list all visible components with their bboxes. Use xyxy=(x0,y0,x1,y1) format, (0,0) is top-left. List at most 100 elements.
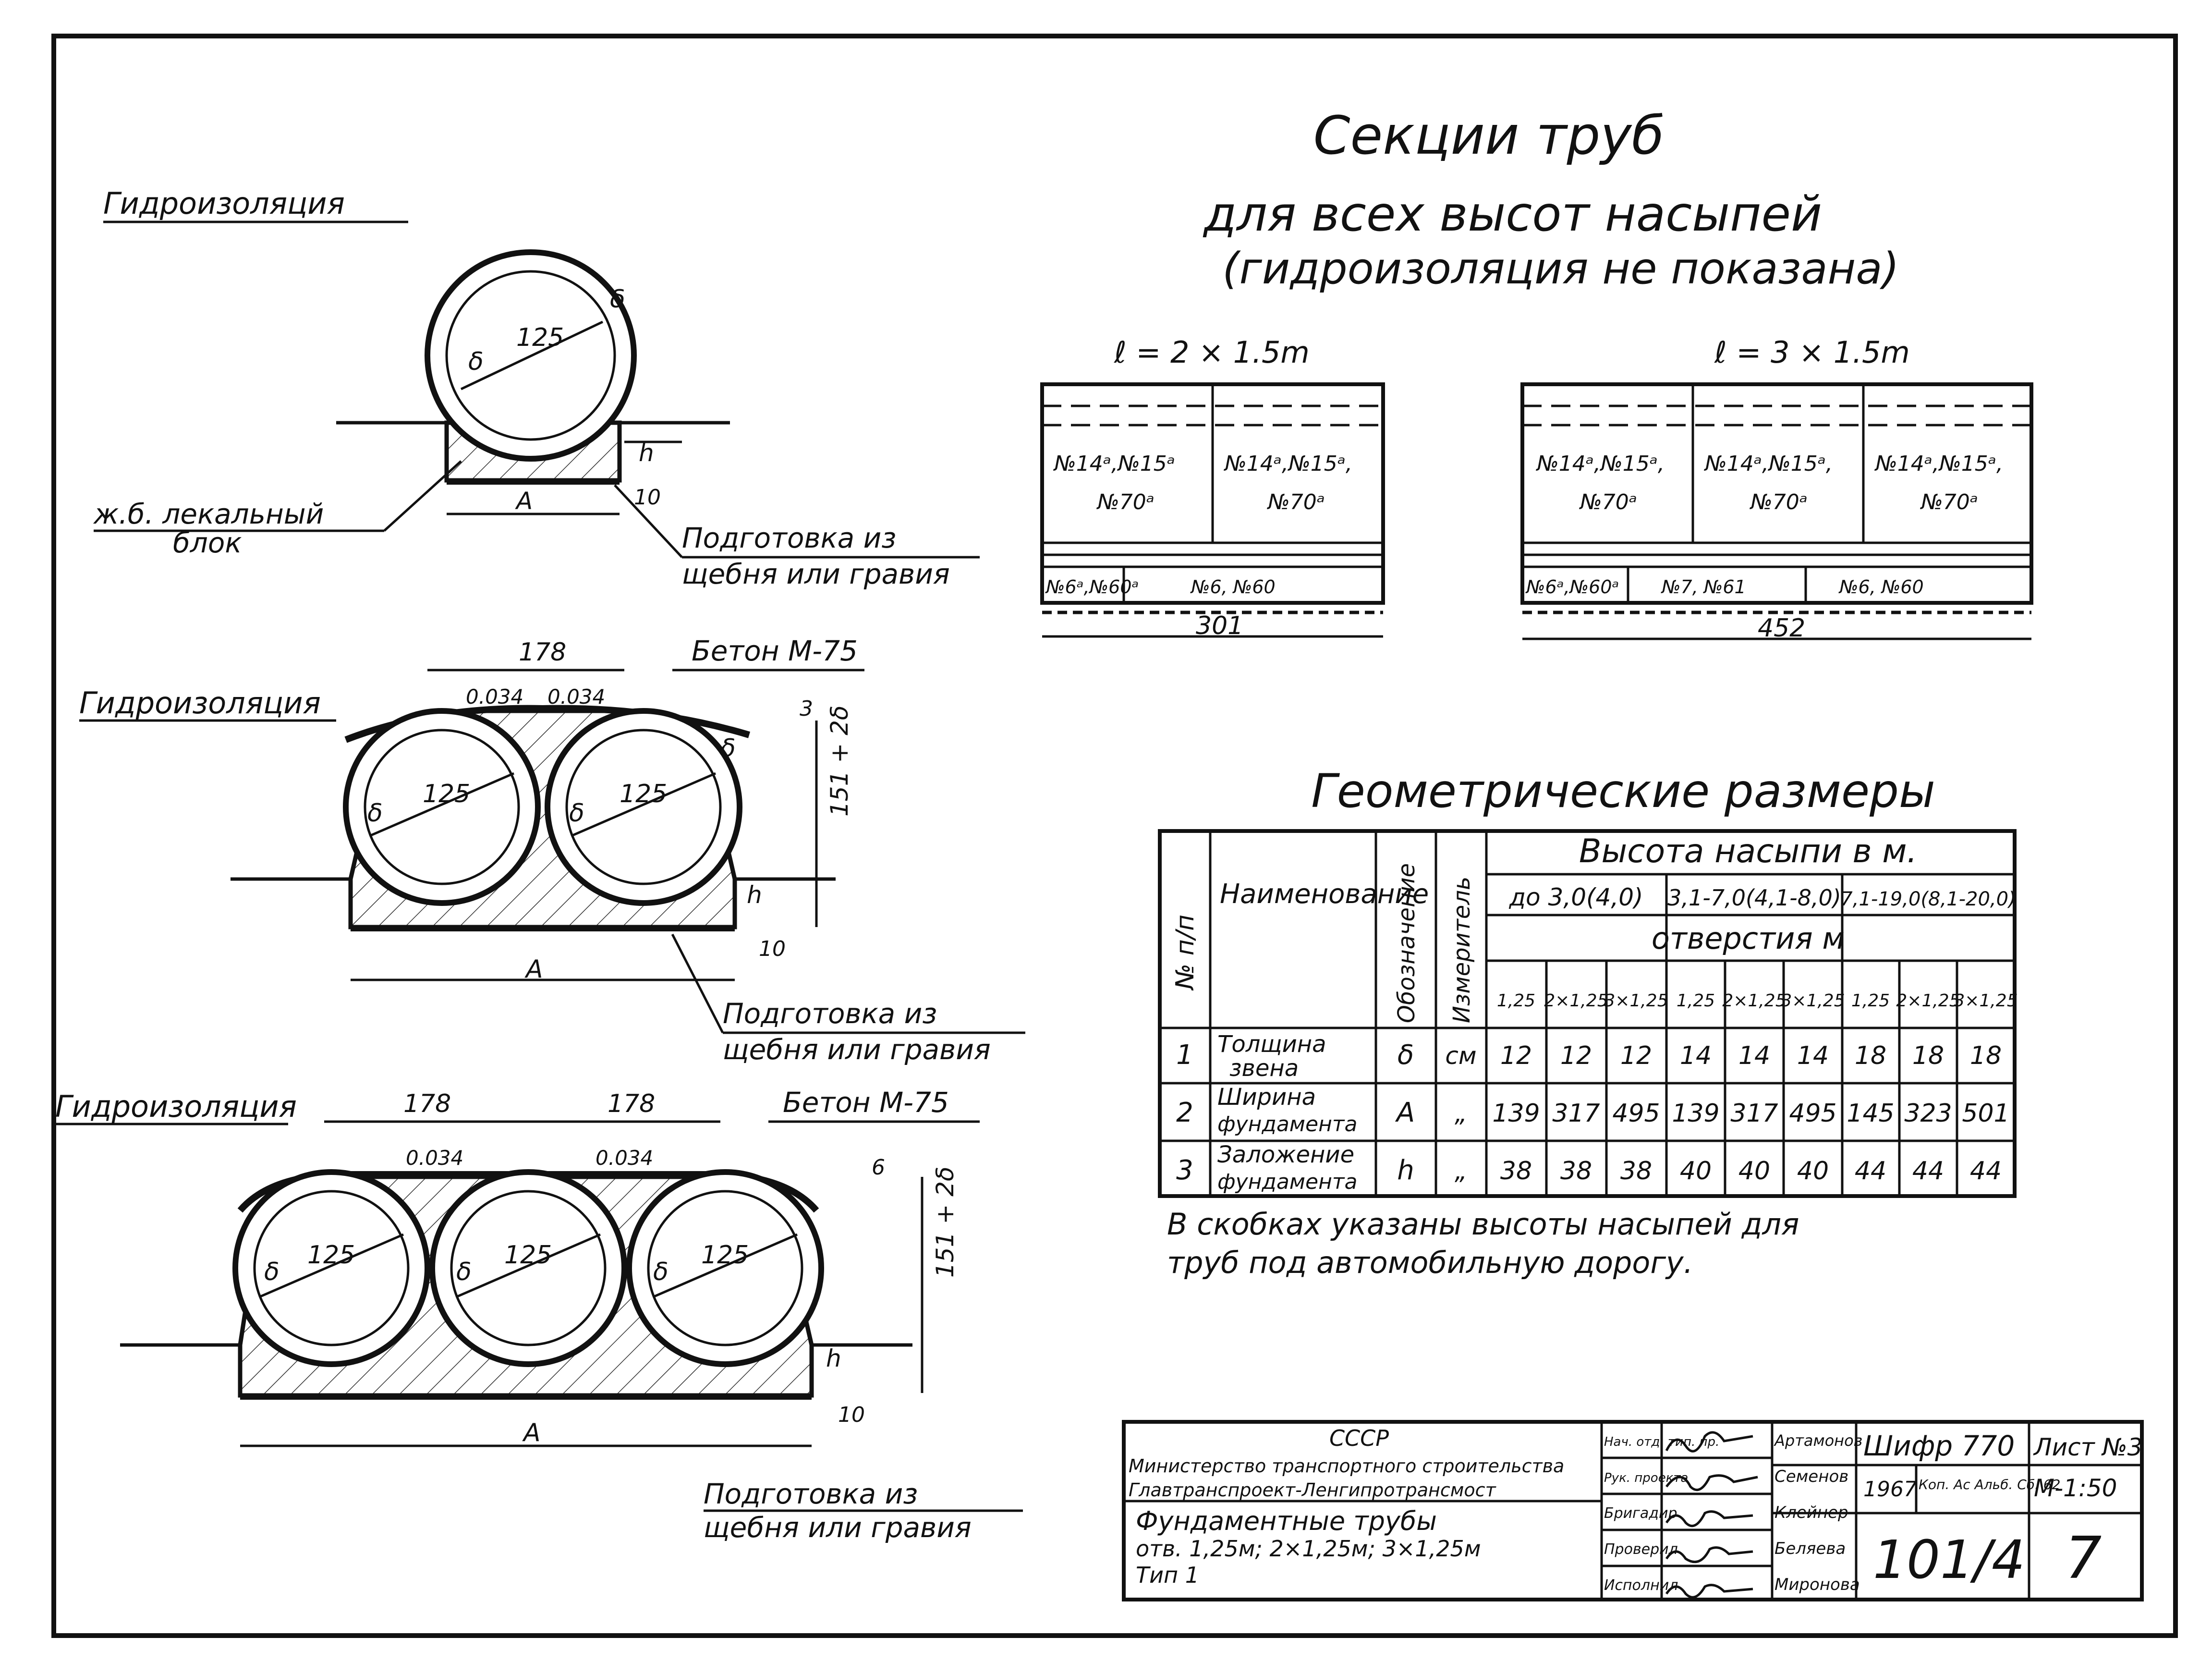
prep-label-2: щебня или гравия xyxy=(704,1511,972,1544)
opening-label: 3×1,25 xyxy=(1604,991,1668,1011)
prep-label-2: щебня или гравия xyxy=(682,558,950,590)
row-value: 40 xyxy=(1738,1157,1770,1185)
section-single-pipe: Гидроизоляция 125 δ δ h 10 А ж.б. лекаль… xyxy=(93,186,980,590)
row-name-2: фундамента xyxy=(1217,1112,1357,1137)
col-unit-header: Измеритель xyxy=(1448,877,1475,1023)
row-name: Толщина xyxy=(1217,1031,1326,1058)
cell-label: №70ᵃ xyxy=(1920,490,1978,514)
pipe-section-3x15: ℓ = 3 × 1.5m №14ᵃ,№15ᵃ, №14ᵃ,№15ᵃ, №14ᵃ,… xyxy=(1520,335,2033,643)
openings-header: отверстия м xyxy=(1652,921,1845,956)
length-label: ℓ = 2 × 1.5m xyxy=(1114,335,1310,370)
diameter-label: 125 xyxy=(516,323,564,352)
table-row: 3 Заложение фундамента h „ 38 38 38 40 4… xyxy=(1176,1141,2002,1194)
opening-label: 3×1,25 xyxy=(1954,991,2018,1011)
delta-label: δ xyxy=(720,734,736,763)
cell-label: №70ᵃ xyxy=(1266,490,1325,514)
org-institute: Главтранспроект-Ленгипротрансмост xyxy=(1129,1479,1497,1501)
row-value: 38 xyxy=(1560,1157,1592,1185)
org-ministry: Министерство транспортного строительства xyxy=(1129,1455,1564,1477)
row-unit: „ xyxy=(1455,1100,1467,1127)
page-number: 7 xyxy=(2065,1525,2102,1592)
geometry-table: Геометрические размеры № п/п Наименовани… xyxy=(1158,764,2018,1280)
row-number: 3 xyxy=(1176,1155,1193,1186)
table-row: 1 Толщина звена δ см 12 12 12 14 14 14 1… xyxy=(1176,1031,2002,1082)
delta-label: δ xyxy=(653,1258,668,1286)
bottom-label: №6ᵃ,№60ᵃ xyxy=(1045,576,1139,598)
row-unit: „ xyxy=(1455,1157,1467,1185)
row-value: 14 xyxy=(1680,1041,1712,1070)
signature-name: Клейнер xyxy=(1774,1503,1848,1522)
opening-label: 1,25 xyxy=(1497,991,1535,1011)
cell-label: №14ᵃ,№15ᵃ, xyxy=(1535,452,1665,476)
row-value: 44 xyxy=(1912,1157,1944,1185)
h-label: h xyxy=(747,881,762,909)
opening-label: 2×1,25 xyxy=(1544,991,1608,1011)
row-number: 1 xyxy=(1176,1039,1193,1071)
h-label: h xyxy=(826,1344,841,1372)
prep-label-2: щебня или гравия xyxy=(723,1033,991,1066)
row-name: Заложение xyxy=(1217,1141,1354,1168)
row-value: 139 xyxy=(1672,1099,1719,1128)
row-value: 317 xyxy=(1552,1099,1600,1128)
row-value: 18 xyxy=(1855,1041,1886,1070)
table-title: Геометрические размеры xyxy=(1311,764,1935,818)
prep-label: Подготовка из xyxy=(682,522,896,554)
doc-type: Тип 1 xyxy=(1136,1562,1199,1588)
sheet-number: Лист №3 xyxy=(2033,1433,2142,1461)
cell-label: №70ᵃ xyxy=(1096,490,1155,514)
row-value: 44 xyxy=(1855,1157,1886,1185)
row-value: 12 xyxy=(1620,1041,1652,1070)
span-label: 178 xyxy=(403,1089,451,1118)
diameter-label: 125 xyxy=(423,780,470,808)
signature-name: Миронова xyxy=(1774,1575,1860,1594)
row-value: 40 xyxy=(1680,1157,1712,1185)
row-name-2: звена xyxy=(1229,1055,1299,1082)
role-label: Проверил xyxy=(1604,1541,1678,1558)
sheet-subtitle: для всех высот насыпей xyxy=(1203,186,1822,242)
diameter-label: 125 xyxy=(701,1241,749,1270)
row-value: 12 xyxy=(1560,1041,1592,1070)
pipe-section-2x15: ℓ = 2 × 1.5m №14ᵃ,№15ᵃ №14ᵃ,№15ᵃ, №70ᵃ №… xyxy=(1040,335,1385,640)
waterproofing-label: Гидроизоляция xyxy=(55,1089,297,1124)
cell-label: №14ᵃ,№15ᵃ, xyxy=(1703,452,1833,476)
col-name-header: Наименование xyxy=(1220,879,1429,910)
openings-row: 1,25 2×1,25 3×1,25 1,25 2×1,25 3×1,25 1,… xyxy=(1497,991,2018,1011)
row-symbol: А xyxy=(1395,1097,1415,1128)
delta-label: δ xyxy=(367,799,383,828)
a-label: А xyxy=(522,1418,541,1447)
row-value: 495 xyxy=(1612,1099,1660,1128)
section-double-pipe: 178 Бетон М-75 Гидроизоляция 0.034 0.034… xyxy=(79,635,1025,1066)
group-header: Высота насыпи в м. xyxy=(1579,832,1917,870)
row-value: 501 xyxy=(1962,1099,2009,1128)
delta-label: δ xyxy=(264,1258,280,1286)
length-label: ℓ = 3 × 1.5m xyxy=(1714,335,1910,370)
table-note: В скобках указаны высоты насыпей для xyxy=(1167,1207,1799,1242)
span-label: 178 xyxy=(608,1089,655,1118)
role-label: Бригадир xyxy=(1604,1505,1677,1522)
doc-subtitle: отв. 1,25м; 2×1,25м; 3×1,25м xyxy=(1136,1536,1481,1562)
row-value: 145 xyxy=(1847,1099,1894,1128)
span-label: 178 xyxy=(519,638,566,667)
row-value: 40 xyxy=(1797,1157,1829,1185)
row-value: 14 xyxy=(1797,1041,1829,1070)
row-value: 18 xyxy=(1970,1041,2002,1070)
cell-label: №70ᵃ xyxy=(1749,490,1808,514)
block-label: ж.б. лекальный xyxy=(93,498,324,530)
drawing-number: 101/4 xyxy=(1873,1529,2025,1590)
row-value: 317 xyxy=(1730,1099,1778,1128)
sheet-frame xyxy=(51,34,2178,1638)
doc-title: Фундаментные трубы xyxy=(1136,1506,1437,1536)
concrete-label: Бетон М-75 xyxy=(783,1086,949,1119)
signature-scribble xyxy=(1665,1546,1753,1564)
delta-label: δ xyxy=(468,347,484,376)
row-value: 14 xyxy=(1738,1041,1770,1070)
signature-name: Артамонов xyxy=(1774,1431,1863,1450)
h-label: h xyxy=(639,439,654,467)
cell-label: №70ᵃ xyxy=(1579,490,1637,514)
signature-name: Семенов xyxy=(1774,1467,1848,1486)
sheet-title: Секции труб xyxy=(1313,105,1665,166)
signature-scribble xyxy=(1665,1474,1758,1491)
cell-label: №14ᵃ,№15ᵃ, xyxy=(1223,452,1352,476)
height-label: 151 + 2δ xyxy=(931,1166,959,1278)
